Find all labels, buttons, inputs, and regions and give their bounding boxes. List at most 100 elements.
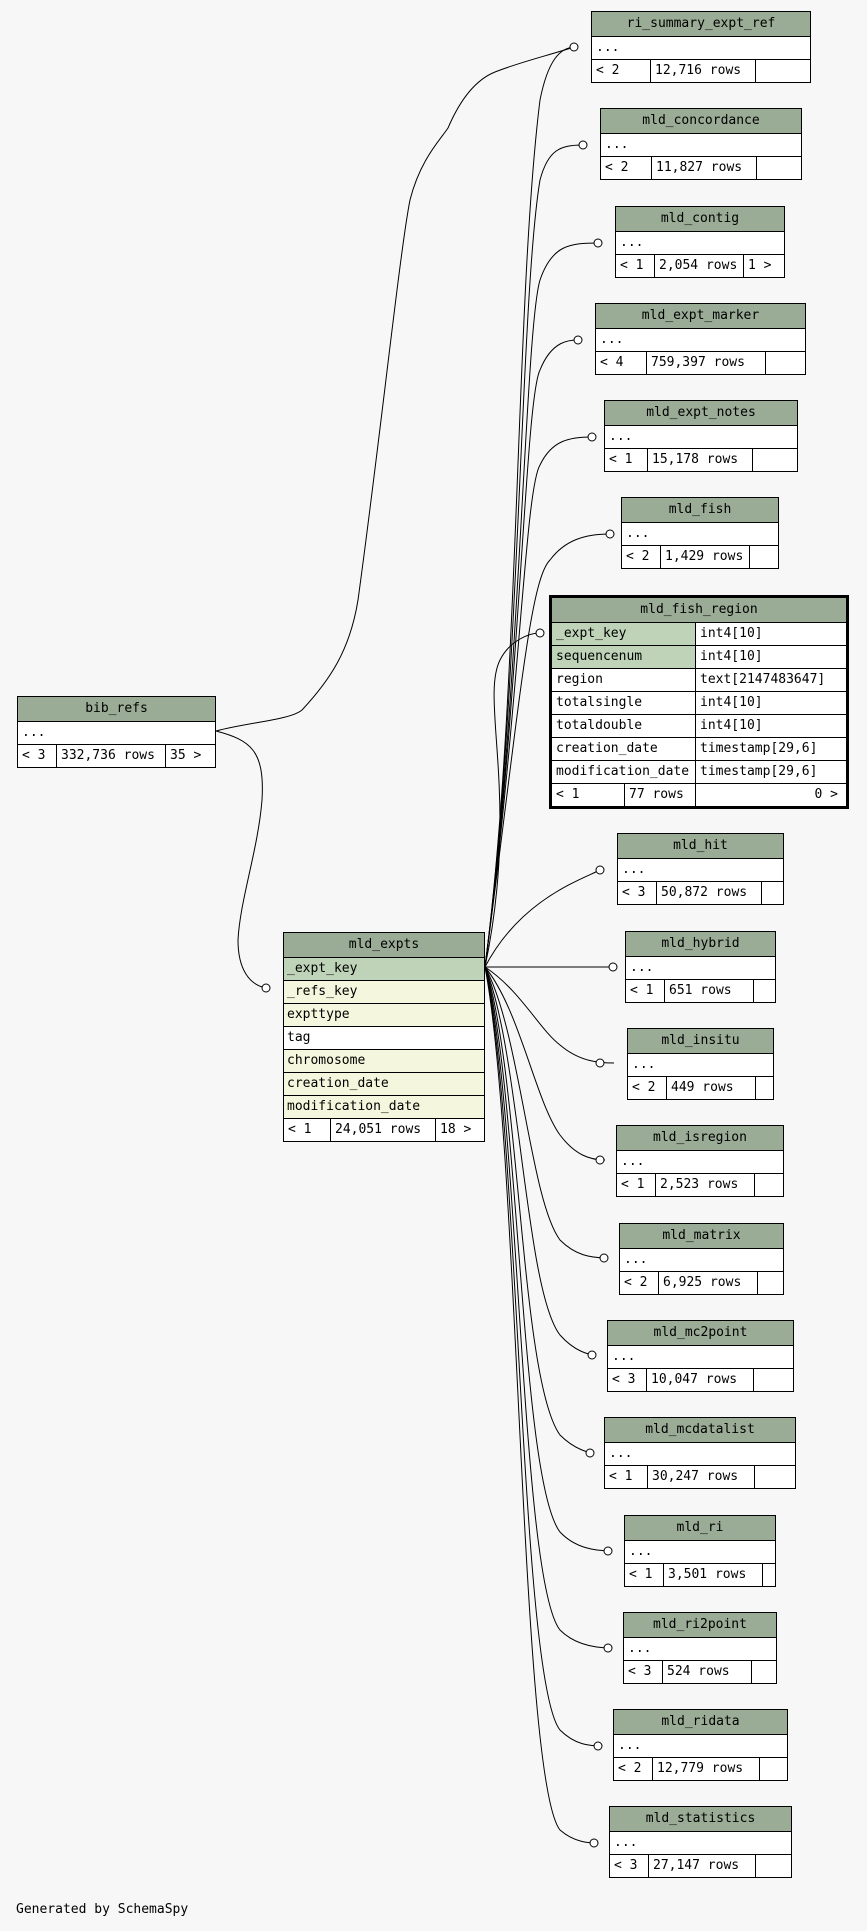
row-count: 651 rows [665, 980, 754, 1002]
column-name: totalsingle [552, 692, 696, 714]
parents-count: < 2 [601, 157, 652, 179]
table-title: mld_expt_notes [605, 401, 797, 426]
columns-ellipsis: ... [614, 1735, 787, 1758]
column-type: int4[10] [700, 695, 763, 710]
column-row: _refs_key [284, 981, 484, 1004]
table-title: mld_mc2point [608, 1321, 793, 1346]
children-count [754, 980, 762, 1002]
columns-ellipsis: ... [625, 1541, 775, 1564]
column-row: chromosome [284, 1050, 484, 1073]
table-title: mld_concordance [601, 109, 801, 134]
columns-ellipsis: ... [618, 859, 783, 882]
columns-ellipsis: ... [626, 957, 775, 980]
column-name: region [552, 669, 696, 691]
children-count [754, 1369, 762, 1391]
children-count [755, 1466, 763, 1488]
parents-count: < 3 [608, 1369, 647, 1391]
table-title: mld_ridata [614, 1710, 787, 1735]
table-title: mld_fish [622, 498, 778, 523]
table-mld-expts[interactable]: mld_expts _expt_key _refs_key expttype t… [283, 932, 485, 1142]
table-title: mld_hit [618, 834, 783, 859]
column-row: creation_date timestamp[29,6] [552, 738, 846, 761]
columns-ellipsis: ... [622, 523, 778, 546]
row-count: 10,047 rows [647, 1369, 754, 1391]
table-title: mld_expt_marker [596, 304, 805, 329]
columns-ellipsis: ... [608, 1346, 793, 1369]
row-count: 30,247 rows [648, 1466, 755, 1488]
row-count: 27,147 rows [649, 1855, 756, 1877]
column-name: creation_date [552, 738, 696, 760]
row-count: 12,716 rows [651, 60, 756, 82]
row-count: 524 rows [663, 1661, 752, 1683]
column-type: text[2147483647] [700, 672, 826, 687]
column-row: creation_date [284, 1073, 484, 1096]
columns-ellipsis: ... [605, 1443, 795, 1466]
table-title: mld_hybrid [626, 932, 775, 957]
table-title: ri_summary_expt_ref [592, 12, 810, 37]
column-type: int4[10] [700, 718, 763, 733]
row-count: 449 rows [667, 1077, 756, 1099]
columns-ellipsis: ... [624, 1638, 776, 1661]
column-name: sequencenum [552, 646, 696, 668]
table-title: mld_ri [625, 1516, 775, 1541]
children-count [756, 1855, 764, 1877]
row-count: 15,178 rows [648, 449, 753, 471]
row-count: 759,397 rows [647, 352, 766, 374]
columns-ellipsis: ... [616, 232, 784, 255]
column-type: timestamp[29,6] [700, 741, 818, 756]
column-name: modification_date [552, 761, 696, 783]
parents-count: < 2 [614, 1758, 653, 1780]
column-row: totalsingle int4[10] [552, 692, 846, 715]
children-count [757, 157, 765, 179]
column-type: int4[10] [696, 646, 846, 668]
children-count [750, 546, 758, 568]
table-title: mld_contig [616, 207, 784, 232]
row-count: 12,779 rows [653, 1758, 760, 1780]
children-count [752, 1661, 760, 1683]
columns-ellipsis: ... [592, 37, 810, 60]
column-name: _expt_key [552, 623, 696, 645]
children-count: 35 > [170, 748, 202, 763]
columns-ellipsis: ... [605, 426, 797, 449]
children-count [762, 882, 770, 904]
parents-count: < 2 [622, 546, 661, 568]
row-count: 50,872 rows [657, 882, 762, 904]
column-type: int4[10] [696, 623, 846, 645]
parents-count: < 3 [18, 745, 57, 767]
parents-count: < 3 [618, 882, 657, 904]
table-title: mld_expts [284, 933, 484, 958]
generated-by-footer: Generated by SchemaSpy [16, 1902, 189, 1917]
row-count: 1,429 rows [661, 546, 750, 568]
parents-count: < 2 [592, 60, 651, 82]
